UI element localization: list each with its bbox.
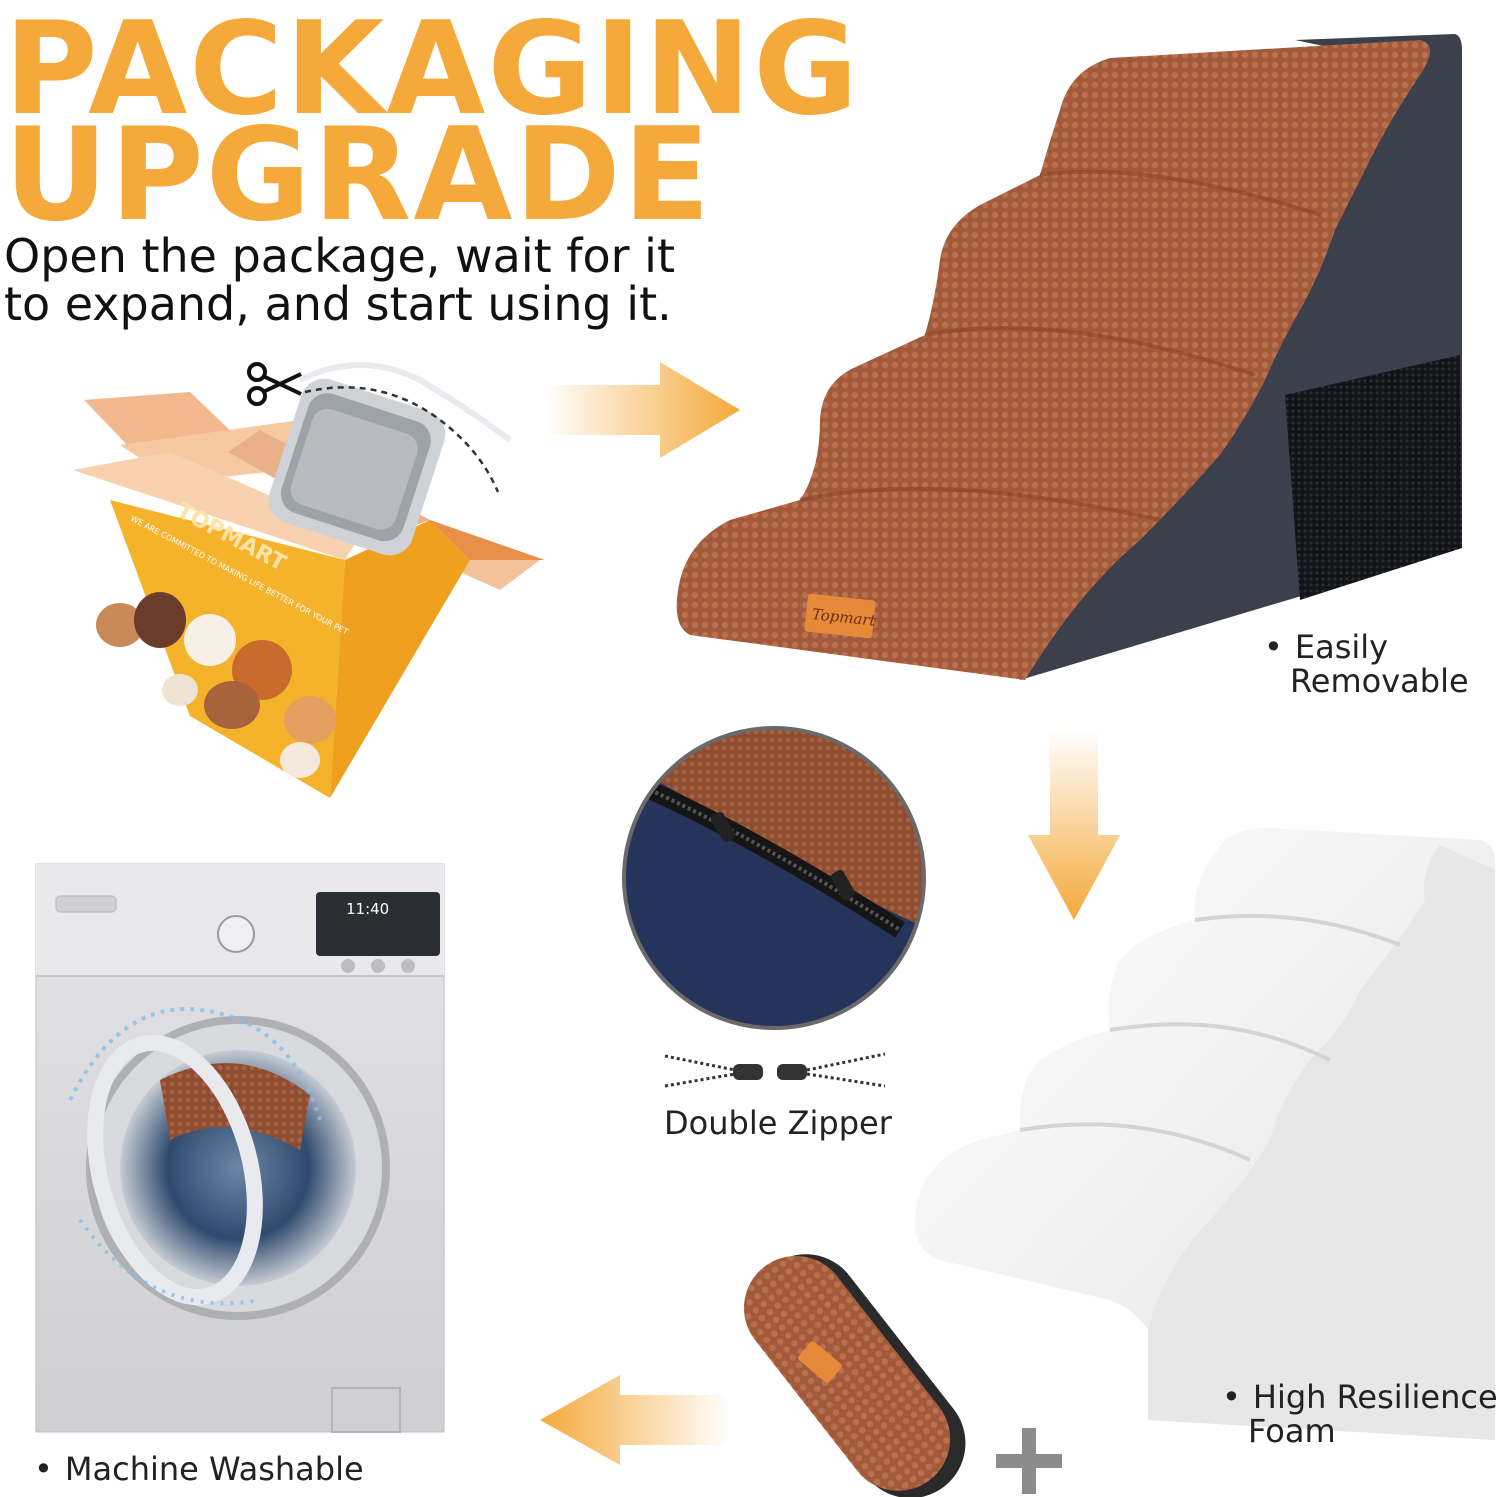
feature-machine-washable: • Machine Washable bbox=[34, 1452, 364, 1486]
bullet-icon: • bbox=[34, 1450, 53, 1488]
feature-easily-removable: • Easily Removable bbox=[1264, 630, 1469, 698]
feature-foam-line2: Foam bbox=[1248, 1412, 1336, 1450]
arrow-right-icon bbox=[545, 362, 740, 458]
compressed-stairs-package bbox=[268, 362, 512, 556]
feature-removable-line2: Removable bbox=[1290, 662, 1469, 700]
washing-machine: 11:40 bbox=[35, 863, 445, 1433]
covered-dog-stairs: Topmart bbox=[676, 34, 1462, 680]
washer-control-panel bbox=[316, 892, 440, 956]
plus-icon bbox=[996, 1428, 1062, 1494]
washer-display-time: 11:40 bbox=[346, 900, 389, 918]
feature-foam-line1: High Resilience bbox=[1252, 1378, 1498, 1416]
feature-high-resilience-foam: • High Resilience Foam bbox=[1222, 1380, 1498, 1448]
side-mesh-pocket bbox=[1285, 355, 1462, 600]
zipper-closeup bbox=[622, 726, 926, 1030]
brand-tag bbox=[804, 593, 876, 639]
feature-washable-label: Machine Washable bbox=[64, 1450, 364, 1488]
foam-stairs bbox=[914, 828, 1496, 1440]
step-cover-pad bbox=[743, 1254, 966, 1497]
headline-packaging: PACKAGING bbox=[4, 0, 861, 144]
headline-upgrade: UPGRADE bbox=[4, 101, 713, 250]
scissors-icon bbox=[247, 362, 302, 406]
bullet-icon: • bbox=[1264, 628, 1283, 666]
cut-line bbox=[304, 386, 500, 493]
bullet-icon: • bbox=[1222, 1378, 1241, 1416]
feature-double-zipper: Double Zipper bbox=[664, 1104, 892, 1142]
subtitle: Open the package, wait for it to expand,… bbox=[4, 229, 675, 331]
arrow-left-icon bbox=[540, 1375, 730, 1465]
washer-door bbox=[87, 1034, 263, 1306]
zipper-icon bbox=[664, 1052, 886, 1088]
feature-removable-line1: Easily bbox=[1294, 628, 1389, 666]
arrow-down-icon bbox=[1028, 730, 1120, 920]
shipping-box: WE ARE COMMITTED TO MAKING LIFE BETTER F… bbox=[73, 362, 545, 798]
box-pet-illustrations bbox=[96, 592, 336, 778]
